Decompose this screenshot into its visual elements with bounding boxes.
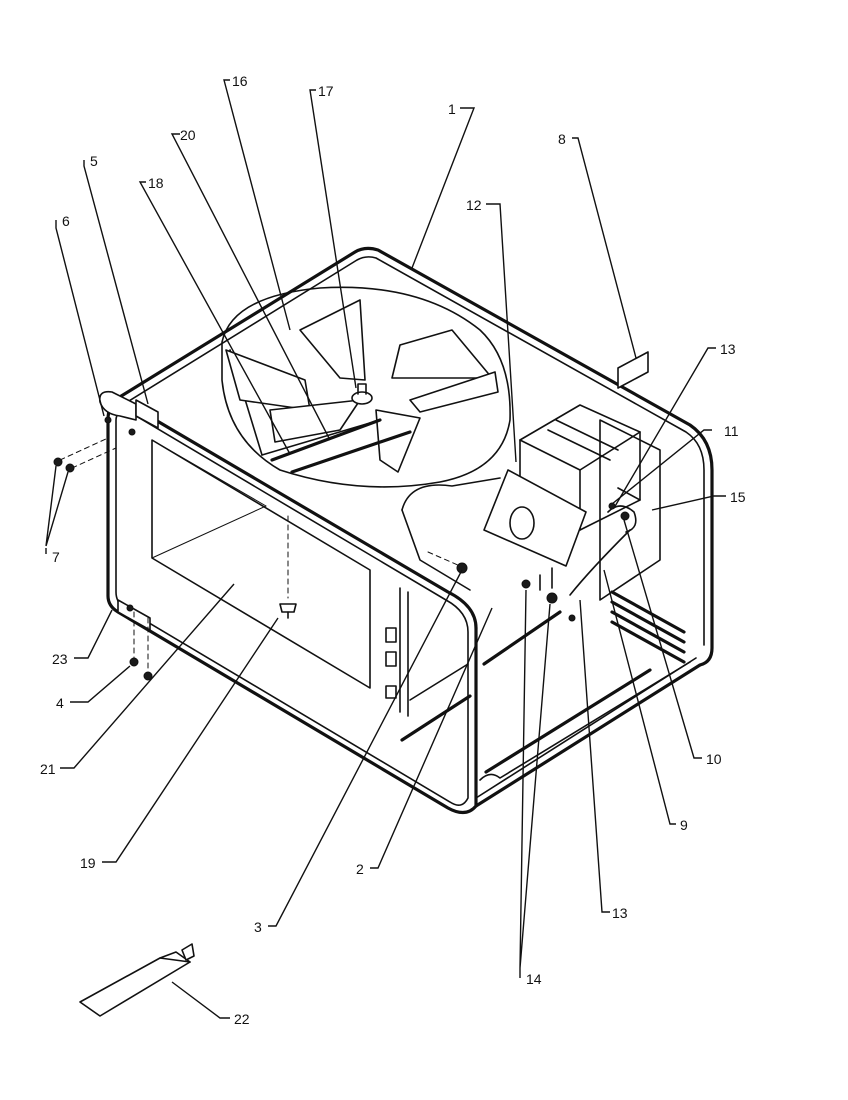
callout-9: 9 [680, 817, 688, 833]
callout-17: 17 [318, 83, 334, 99]
callout-23: 23 [52, 651, 68, 667]
right-bracket-components [569, 419, 661, 601]
callout-15: 15 [730, 489, 746, 505]
callout-4: 4 [56, 695, 64, 711]
magnetron-assembly [483, 404, 641, 591]
hinge-bracket-top [98, 390, 159, 436]
side-vents [610, 590, 686, 664]
front-window-panel [151, 439, 371, 689]
callout-1: 1 [448, 101, 456, 117]
label-part-8 [617, 351, 649, 389]
callout-7: 7 [52, 549, 60, 565]
callout-6: 6 [62, 213, 70, 229]
callout-20: 20 [180, 127, 196, 143]
callout-18: 18 [148, 175, 164, 191]
callout-19: 19 [80, 855, 96, 871]
callout-16: 16 [232, 73, 248, 89]
callout-11: 11 [724, 423, 739, 439]
callout-13-bottom: 13 [612, 905, 628, 921]
cavity-interior-lines [270, 418, 691, 781]
fan-blades [225, 299, 499, 473]
callout-10: 10 [706, 751, 722, 767]
callout-8: 8 [558, 131, 566, 147]
loose-bracket-part-22 [79, 943, 195, 1017]
screw-alignment-lines [59, 437, 461, 673]
callout-5: 5 [90, 153, 98, 169]
callout-12: 12 [466, 197, 482, 213]
callout-2: 2 [356, 861, 364, 877]
callout-3: 3 [254, 919, 262, 935]
fasteners [53, 457, 576, 681]
callout-labels: 1 2 3 4 5 6 7 8 9 10 11 12 13 13 14 15 1… [40, 73, 746, 1027]
callout-22: 22 [234, 1011, 250, 1027]
callout-14: 14 [526, 971, 542, 987]
control-panel-column [385, 587, 409, 717]
callout-21: 21 [40, 761, 56, 777]
callout-13-top: 13 [720, 341, 736, 357]
leader-lines [45, 79, 726, 1019]
